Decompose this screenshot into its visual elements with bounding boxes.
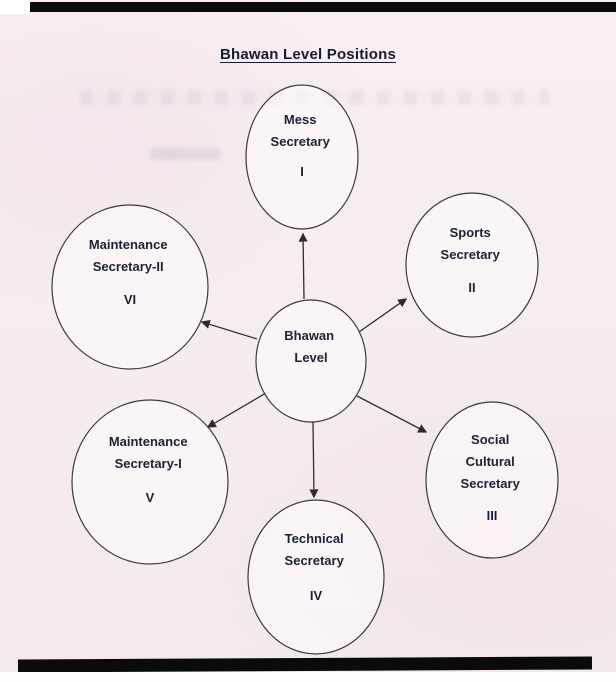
node-maintenance-secretary-1: Maintenance Secretary-I V [71,399,229,565]
scan-bottom-white [0,672,616,682]
maintenance-secretary-1-ellipse [71,399,229,565]
mess-secretary-label: Mess Secretary I [271,112,334,179]
sports-secretary-line-1: Sports [450,225,491,240]
mess-secretary-numeral: I [300,164,304,179]
mess-secretary-ellipse [245,84,359,230]
scan-corner-white [0,0,30,14]
social-cultural-secretary-ellipse [425,401,559,559]
technical-secretary-ellipse [247,499,385,655]
maintenance-secretary-1-line-2: Secretary-I [115,456,182,471]
sports-secretary-ellipse [405,192,539,338]
maintenance-secretary-2-line-2: Secretary-II [93,259,164,274]
technical-secretary-line-1: Technical [285,531,344,546]
social-cultural-secretary-line-3: Secretary [461,476,521,491]
maintenance-secretary-2-numeral: VI [124,292,136,307]
technical-secretary-numeral: IV [310,588,323,603]
maintenance-secretary-1-line-1: Maintenance [109,434,188,449]
maintenance-secretary-2-line-1: Maintenance [89,237,168,252]
technical-secretary-label: Technical Secretary IV [285,531,348,603]
scan-edge-top [30,2,616,12]
arrow-to-maintenance-secretary-1 [206,392,267,428]
maintenance-secretary-1-numeral: V [146,490,155,505]
maintenance-secretary-1-label: Maintenance Secretary-I V [109,434,191,505]
mess-secretary-line-2: Secretary [271,134,331,149]
sports-secretary-numeral: II [468,280,475,295]
sports-secretary-label: Sports Secretary II [441,225,504,295]
arrow-to-technical-secretary [309,421,319,499]
bhawan-level-label: Bhawan Level [284,328,337,365]
mess-secretary-line-1: Mess [284,112,317,127]
node-technical-secretary: Technical Secretary IV [247,499,385,655]
scan-artifact-smudge [150,148,220,160]
bhawan-level-line-1: Bhawan [284,328,334,343]
social-cultural-secretary-numeral: III [487,508,498,523]
page-title: Bhawan Level Positions [219,46,397,63]
arrow-to-maintenance-secretary-2 [200,319,258,340]
node-maintenance-secretary-2: Maintenance Secretary-II VI [51,204,209,370]
technical-secretary-line-2: Secretary [285,553,345,568]
bhawan-level-line-2: Level [294,350,327,365]
arrow-to-social-cultural-secretary [356,395,428,433]
node-sports-secretary: Sports Secretary II [405,192,539,338]
node-bhawan-level: Bhawan Level [255,299,367,423]
maintenance-secretary-2-label: Maintenance Secretary-II VI [89,237,171,307]
bhawan-level-ellipse [255,299,367,423]
arrow-to-sports-secretary [358,298,408,333]
node-social-cultural-secretary: Social Cultural Secretary III [425,401,559,559]
maintenance-secretary-2-ellipse [51,204,209,370]
social-cultural-secretary-line-1: Social [471,432,509,447]
node-mess-secretary: Mess Secretary I [245,84,359,230]
social-cultural-secretary-label: Social Cultural Secretary III [461,432,524,523]
sports-secretary-line-2: Secretary [441,247,501,262]
social-cultural-secretary-line-2: Cultural [466,454,515,469]
arrow-to-mess-secretary [298,232,308,300]
